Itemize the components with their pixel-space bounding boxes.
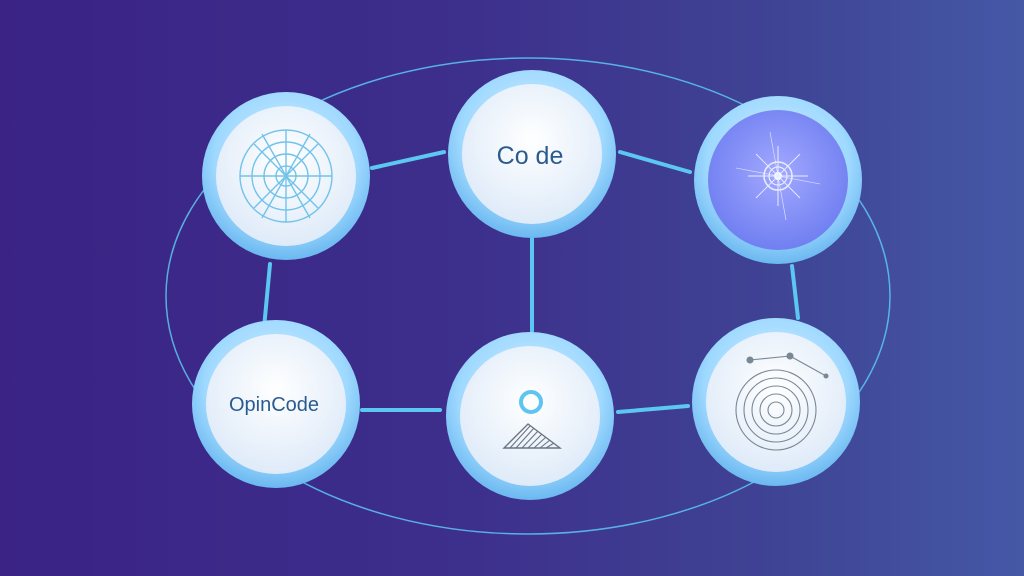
- connector-lines: [262, 150, 800, 414]
- node-target[interactable]: [202, 92, 370, 260]
- node-spark[interactable]: [694, 96, 862, 264]
- edge-spark-dial: [790, 264, 800, 320]
- node-opencode[interactable]: OpinCode: [192, 320, 360, 488]
- edge-target-opencode: [262, 262, 272, 330]
- node-mountain[interactable]: [446, 332, 614, 500]
- radar-target-icon: [239, 129, 333, 223]
- mountain-sun-icon: [502, 390, 563, 449]
- starburst-icon: [735, 131, 821, 221]
- node-code[interactable]: Co de: [448, 70, 616, 238]
- node-dial[interactable]: [692, 318, 860, 486]
- edge-mountain-dial: [616, 404, 690, 414]
- edge-target-code: [370, 150, 446, 170]
- outer-orbit: [165, 57, 891, 535]
- edge-code-spark: [618, 150, 692, 174]
- node-opencode-label: OpinCode: [229, 394, 319, 416]
- node-code-label: Co de: [497, 142, 564, 170]
- concentric-dial-icon: [735, 352, 829, 451]
